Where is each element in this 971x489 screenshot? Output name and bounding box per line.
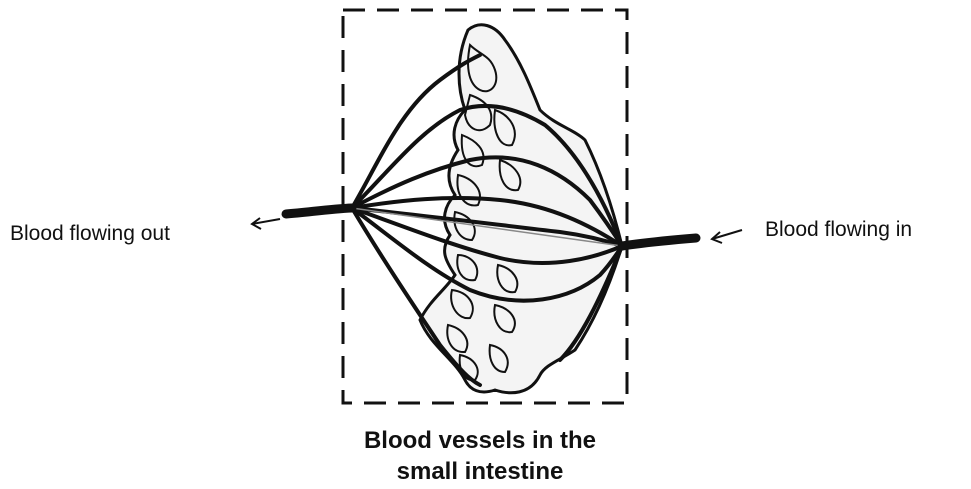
outflow-arrow-icon (252, 218, 280, 229)
inflow-arrow-icon (712, 230, 742, 243)
blood-flowing-in-label: Blood flowing in (765, 218, 912, 242)
inflow-vessel (622, 238, 696, 246)
blood-flowing-out-label: Blood flowing out (10, 222, 170, 246)
diagram-caption: Blood vessels in the small intestine (335, 425, 625, 487)
caption-line-1: Blood vessels in the (335, 425, 625, 456)
villi-tissue-outline (420, 25, 622, 393)
caption-line-2: small intestine (335, 456, 625, 487)
outflow-vessel (286, 208, 352, 214)
